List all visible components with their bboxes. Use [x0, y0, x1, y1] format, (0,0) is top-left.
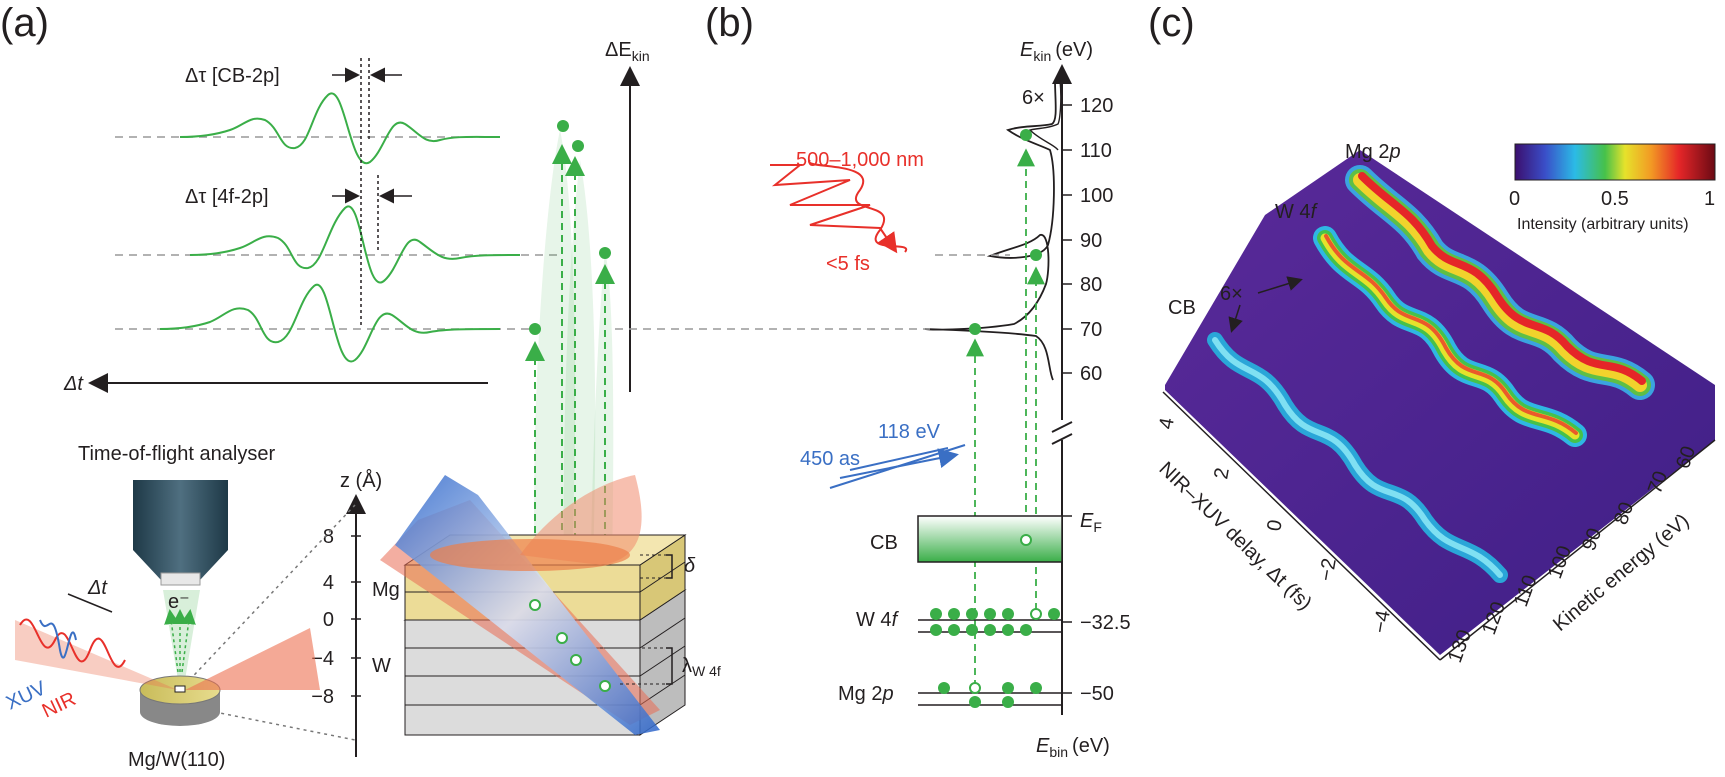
colorbar-tick-05: 0.5 [1601, 188, 1629, 210]
lambda-label: λW 4f [682, 655, 721, 679]
colorbar [1514, 143, 1716, 181]
ebin-label: Ebin(eV) [1036, 735, 1110, 760]
w4f-label-b: W 4f [856, 609, 900, 631]
delta-t-bar [67, 593, 113, 613]
z-tick-4: −8 [311, 686, 334, 708]
delay-tick-2: 0 [1263, 518, 1287, 533]
spectrum-curve [924, 79, 1057, 381]
xuv-beam-a [395, 475, 660, 735]
cb-arrow [1228, 304, 1243, 333]
xuv-pulse-b [829, 444, 966, 489]
final-state-dots [969, 129, 1042, 335]
mg2p-label-b: Mg 2p [838, 683, 894, 705]
spectrum-6x [1028, 79, 1062, 151]
w4f-label-c: W 4f [1275, 201, 1319, 223]
delay-arrows [332, 67, 412, 204]
nir-duration: <5 fs [826, 253, 870, 275]
panel-c-label: (c) [1148, 1, 1195, 45]
surface-ridges [1207, 165, 1655, 583]
xuv-duration: 450 as [800, 448, 860, 470]
cb-label-c: CB [1168, 297, 1196, 319]
waveform-cb [179, 92, 501, 165]
delay-markers [360, 58, 379, 325]
axis-break [1051, 421, 1073, 445]
electron-sources [529, 599, 611, 692]
tof-label: Time-of-flight analyser [78, 443, 275, 465]
delta-tau-cb-label: Δτ [CB-2p] [185, 65, 280, 87]
tof-analyser [133, 480, 228, 586]
waveform-4f [189, 205, 521, 284]
ekin-tick-60: 60 [1080, 363, 1102, 385]
reference-lines-a [115, 136, 560, 330]
delay-tick-0: 4 [1155, 416, 1179, 431]
conduction-band [917, 515, 1063, 563]
colorbar-label: Intensity (arbitrary units) [1517, 216, 1689, 233]
ekin-tick-90: 90 [1080, 230, 1102, 252]
photoelectron-arrows [525, 144, 615, 685]
delay-axis [1162, 391, 1441, 661]
delta-ekin-label: ΔEkin [605, 39, 650, 64]
six-x-arrow [1257, 276, 1303, 294]
colorbar-tick-0: 0 [1509, 188, 1520, 210]
bin-m325: −32.5 [1080, 612, 1131, 634]
ekin-tick-110: 110 [1080, 140, 1112, 162]
z-tick-0: 8 [323, 526, 334, 548]
ekin-tick-80: 80 [1080, 274, 1102, 296]
nir-pulse-small [19, 618, 126, 668]
mg2p-level [918, 682, 1062, 708]
ef-label: EF [1080, 510, 1102, 535]
bracket-lambda [600, 647, 672, 685]
delay-tick-4: −4 [1369, 609, 1395, 635]
cb-label-b: CB [870, 532, 898, 554]
ekin-ticks [1062, 104, 1072, 374]
delay-tick-1: 2 [1210, 466, 1234, 481]
electron-dots-a [529, 120, 611, 335]
z-tick-3: −4 [311, 648, 334, 670]
z-axis-label: z (Å) [340, 469, 382, 492]
outgoing-nir-beam [185, 628, 320, 690]
z-tick-2: 0 [323, 609, 334, 631]
reference-lines-b [615, 254, 1010, 330]
delta-t-small-label: Δt [87, 577, 108, 599]
z-tick-1: 4 [323, 572, 334, 594]
six-x-c: 6× [1220, 283, 1243, 305]
colorbar-tick-1: 1 [1704, 188, 1715, 210]
delta-label: δ [684, 555, 696, 577]
transition-arrows [966, 148, 1045, 687]
w4f-level [918, 608, 1062, 636]
ekin-tick-120: 120 [1080, 95, 1113, 117]
delay-tick-3: −2 [1315, 557, 1341, 583]
mg-label: Mg [372, 579, 400, 601]
energy-axis [1439, 439, 1716, 661]
ekin-tick-100: 100 [1080, 185, 1113, 207]
panel-a-label: (a) [0, 1, 49, 45]
nir-wave-b [770, 164, 898, 254]
ekin-label: Ekin(eV) [1020, 39, 1093, 64]
mg2p-label-c: Mg 2p [1345, 141, 1401, 163]
w-label: W [372, 655, 391, 677]
sample-label: Mg/W(110) [128, 749, 225, 771]
electron-symbol: e⁻ [168, 591, 190, 613]
surface-plot-base [1165, 150, 1715, 655]
z-ticks [351, 535, 361, 697]
lambda-bracket [666, 647, 673, 685]
electron-arrows-small [164, 609, 196, 673]
panel-b-label: (b) [705, 1, 754, 45]
delta-t-axis-label: Δt [63, 373, 84, 395]
xuv-energy: 118 eV [878, 421, 941, 443]
cb-hole [1020, 534, 1032, 546]
waveform-2p [159, 283, 501, 363]
interaction-spot [430, 539, 630, 571]
delta-bracket [666, 554, 673, 579]
six-x-b: 6× [1022, 87, 1045, 109]
delta-tau-4f-label: Δτ [4f-2p] [185, 186, 269, 208]
bin-m50: −50 [1080, 683, 1114, 705]
xuv-pulse-small [39, 619, 77, 659]
ekin-tick-70: 70 [1080, 319, 1102, 341]
nir-wavelength: 500–1,000 nm [796, 149, 924, 171]
